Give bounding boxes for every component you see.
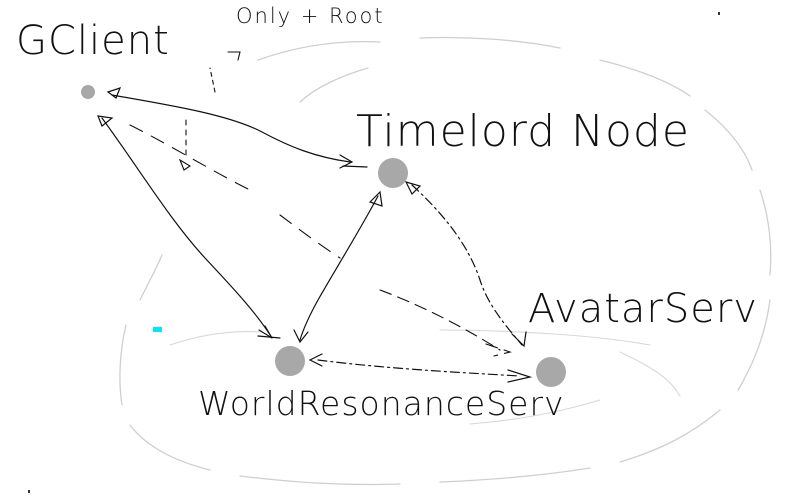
inner-cluster-ring [169, 329, 681, 425]
node-timelord [378, 158, 408, 188]
edge-dashed-middle [379, 289, 512, 357]
edge-timelord-avatar [404, 181, 527, 348]
stray-mark-bottom [28, 490, 30, 493]
edge-gclient-world [97, 115, 281, 339]
label-avatar: AvatarServ [528, 286, 758, 332]
stray-mark [718, 12, 720, 15]
edge-timelord-world [293, 190, 383, 344]
node-gclient [81, 85, 95, 99]
node-world [275, 346, 305, 376]
node-avatar [536, 357, 566, 387]
outer-cluster-ring [119, 36, 772, 486]
edge-gclient-timelord [106, 87, 368, 169]
label-world: WorldResonanceServ [198, 384, 565, 423]
edge-dashed-left [129, 124, 341, 259]
edge-note [178, 51, 241, 171]
label-gclient: GClient [16, 18, 170, 64]
label-note: Only + Root [236, 4, 385, 28]
cyan-speck [153, 327, 162, 332]
edge-world-avatar [308, 353, 533, 383]
label-timelord: Timelord Node [356, 106, 690, 157]
